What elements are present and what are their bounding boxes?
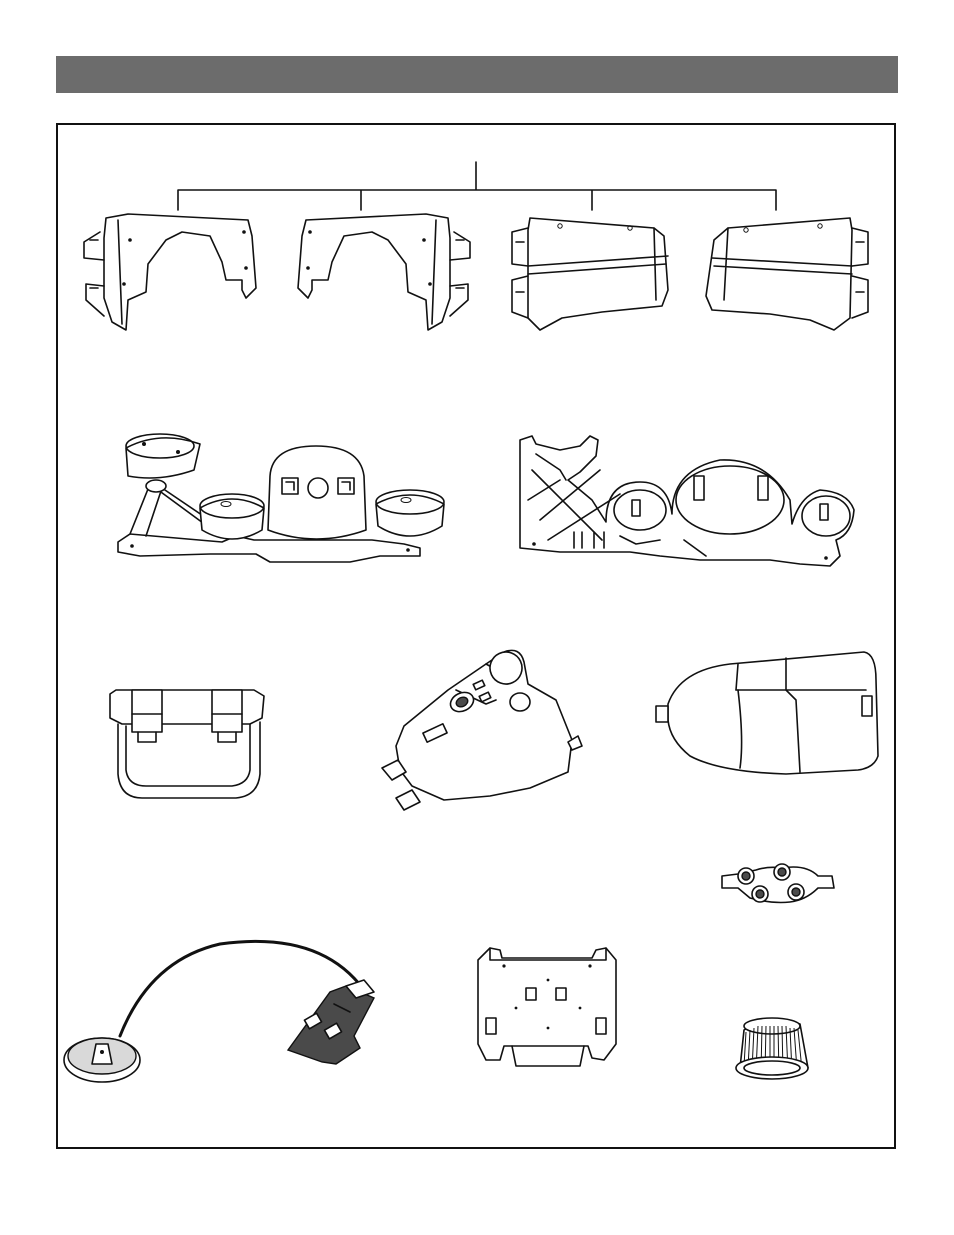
dash-assembly [118, 434, 444, 562]
tank-cover [656, 652, 878, 774]
dash-frame [520, 436, 854, 566]
outer-fairing-right [706, 218, 868, 330]
inner-fairing-left [84, 214, 256, 330]
callout-bracket [178, 162, 776, 210]
inner-fairing-right [298, 214, 470, 330]
seat-bracket [110, 690, 264, 798]
mounting-plate [478, 948, 616, 1066]
air-filter [736, 1018, 808, 1079]
handlebar-clamp [722, 864, 834, 903]
foot-pedal-switch [64, 941, 374, 1082]
outer-fairing-left [512, 218, 668, 330]
fuel-tank [382, 647, 582, 810]
